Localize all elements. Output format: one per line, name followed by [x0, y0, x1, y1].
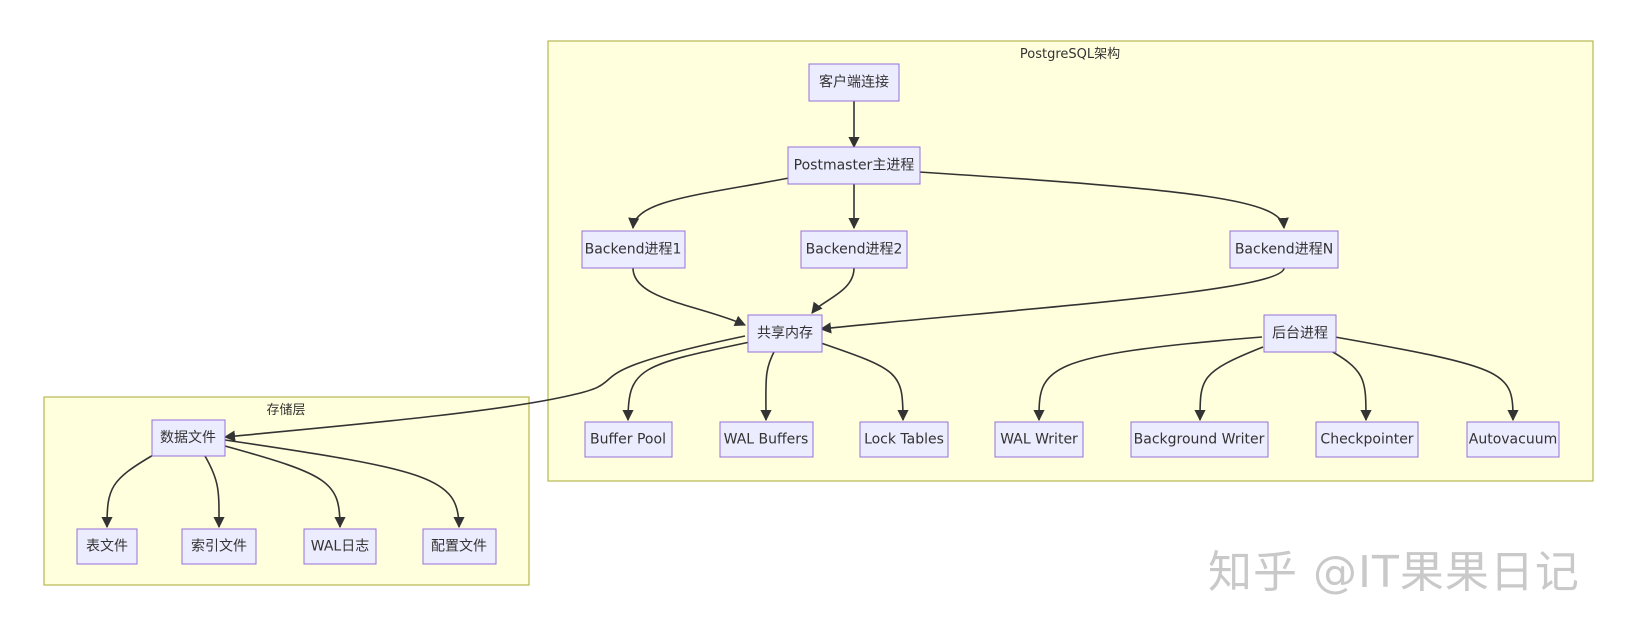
node-postmaster: Postmaster主进程	[787, 146, 921, 185]
node-label-client: 客户端连接	[819, 74, 889, 91]
node-label-postmaster: Postmaster主进程	[794, 158, 915, 174]
edge-postmaster-backendN	[918, 171, 1289, 230]
edge-shared-memory-data-files	[223, 335, 746, 442]
edge-data-files-config-files	[224, 439, 465, 529]
node-autovacuum: Autovacuum	[1466, 421, 1560, 458]
node-wal-log: WAL日志	[303, 528, 377, 565]
node-wal-buffers: WAL Buffers	[719, 421, 814, 458]
node-backendN: Backend进程N	[1229, 230, 1339, 269]
cluster-postgresql: PostgreSQL架构	[547, 40, 1594, 482]
edge-bg-processes-bg-writer	[1194, 346, 1264, 422]
node-label-data-files: 数据文件	[160, 430, 216, 446]
node-label-backend2: Backend进程2	[806, 242, 903, 258]
edge-data-files-index-files	[204, 455, 225, 529]
node-index-files: 索引文件	[181, 528, 257, 565]
edge-backend2-shared-memory	[811, 267, 855, 314]
node-label-wal-log: WAL日志	[311, 539, 369, 555]
edge-postmaster-backend1	[628, 177, 790, 230]
edge-shared-memory-buffer-pool	[622, 341, 751, 422]
node-label-shared-memory: 共享内存	[757, 325, 813, 342]
watermark: 知乎 @IT果果日记	[1208, 547, 1580, 598]
node-checkpointer: Checkpointer	[1315, 421, 1419, 458]
node-backend2: Backend进程2	[800, 230, 908, 269]
node-label-autovacuum: Autovacuum	[1469, 432, 1557, 448]
node-label-bg-processes: 后台进程	[1272, 326, 1328, 342]
node-label-checkpointer: Checkpointer	[1320, 432, 1413, 448]
edges	[101, 101, 1519, 529]
node-label-backend1: Backend进程1	[585, 242, 682, 258]
edge-bg-processes-autovacuum	[1334, 336, 1519, 422]
node-label-table-files: 表文件	[86, 539, 128, 555]
edge-shared-memory-wal-buffers	[760, 349, 776, 422]
cluster-title-postgresql: PostgreSQL架构	[1020, 47, 1120, 62]
node-data-files: 数据文件	[151, 419, 226, 457]
node-label-index-files: 索引文件	[191, 538, 247, 555]
edge-data-files-table-files	[101, 453, 156, 529]
node-label-config-files: 配置文件	[431, 539, 487, 555]
node-label-buffer-pool: Buffer Pool	[590, 432, 666, 448]
node-wal-writer: WAL Writer	[994, 421, 1084, 458]
edge-bg-processes-wal-writer	[1033, 336, 1263, 422]
edge-data-files-wal-log	[224, 445, 346, 529]
node-table-files: 表文件	[76, 528, 138, 565]
edge-backend1-shared-memory	[632, 267, 747, 327]
node-shared-memory: 共享内存	[747, 314, 823, 353]
node-label-bg-writer: Background Writer	[1134, 432, 1265, 448]
node-bg-processes: 后台进程	[1263, 314, 1337, 353]
node-lock-tables: Lock Tables	[859, 421, 949, 458]
node-bg-writer: Background Writer	[1130, 421, 1269, 458]
node-label-backendN: Backend进程N	[1235, 242, 1333, 258]
cluster-title-storage: 存储层	[266, 403, 305, 418]
edge-shared-memory-lock-tables	[817, 341, 909, 422]
edge-backendN-shared-memory	[819, 267, 1285, 334]
node-config-files: 配置文件	[422, 528, 497, 565]
node-label-wal-writer: WAL Writer	[1000, 432, 1078, 448]
node-client: 客户端连接	[808, 63, 900, 102]
node-backend1: Backend进程1	[581, 230, 686, 269]
node-label-lock-tables: Lock Tables	[864, 432, 944, 448]
node-buffer-pool: Buffer Pool	[584, 421, 673, 458]
edge-bg-processes-checkpointer	[1323, 346, 1372, 422]
node-label-wal-buffers: WAL Buffers	[724, 432, 809, 448]
